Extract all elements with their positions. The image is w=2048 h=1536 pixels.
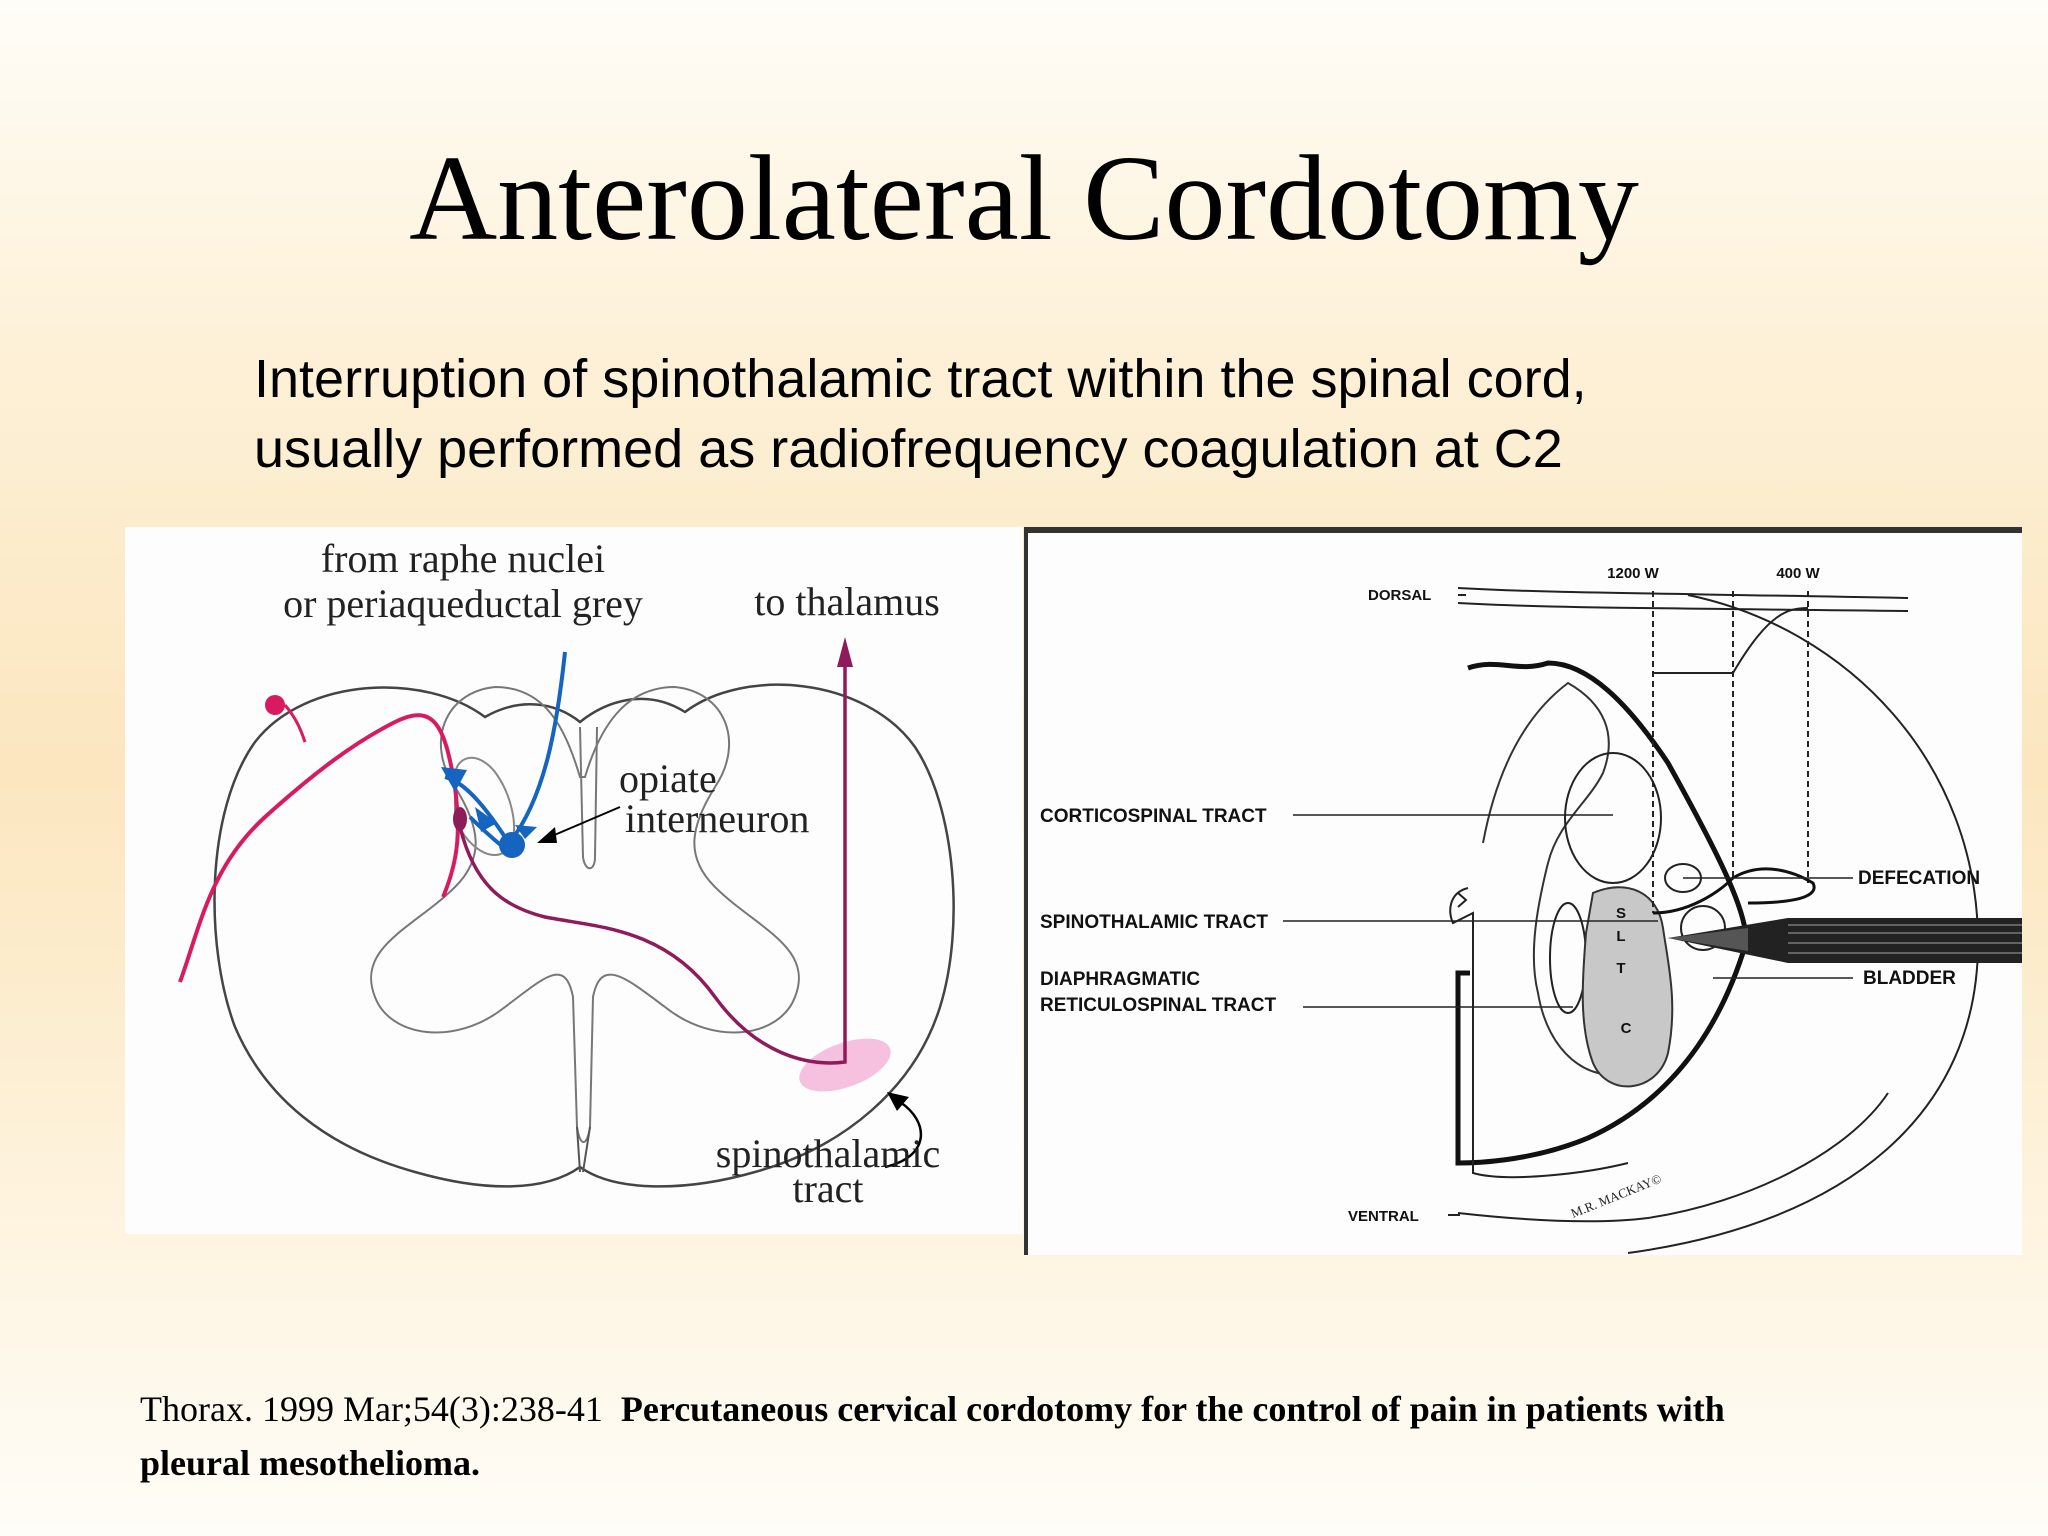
ascending-fiber <box>458 657 847 1065</box>
thalamus-arrowhead <box>837 637 853 667</box>
label-diaphragmatic: DIAPHRAGMATIC <box>1040 969 1200 990</box>
central-fissure <box>576 1126 591 1173</box>
electrode-hatching <box>1788 924 2022 954</box>
label-defecation: DEFECATION <box>1858 868 1980 889</box>
citation-line-1: Thorax. 1999 Mar;54(3):238-41 Percutaneo… <box>140 1382 1940 1436</box>
opiate-pointer-head <box>537 827 557 843</box>
grey-matter-outline <box>370 685 800 1143</box>
afferent-fiber <box>178 713 460 983</box>
subtitle-line-2: usually performed as radiofrequency coag… <box>254 419 1563 479</box>
region-letter-s: S <box>1616 905 1626 922</box>
dorsal-septum <box>579 726 598 870</box>
label-ventral: VENTRAL <box>1348 1208 1419 1225</box>
slide-title: Anterolateral Cordotomy <box>409 131 1639 266</box>
cord-boundary <box>1455 660 1749 1166</box>
spinal-cord-pathway-diagram: from raphe nuclei or periaqueductal grey… <box>125 527 1023 1234</box>
opiate-interneuron-body <box>499 832 525 858</box>
corticospinal-region <box>1564 752 1662 884</box>
guide-curve <box>1732 607 1809 674</box>
bladder-bundle <box>1680 905 1726 951</box>
citation: Thorax. 1999 Mar;54(3):238-41 Percutaneo… <box>140 1382 1940 1490</box>
citation-article-title-2: pleural mesothelioma. <box>140 1443 480 1483</box>
cord-inner-line <box>1449 887 1629 1179</box>
region-letter-c: C <box>1621 1020 1632 1037</box>
reticulospinal-bundle <box>1549 902 1587 1014</box>
tract-pointer-arrow <box>884 1100 923 1169</box>
descending-terminal <box>515 825 537 839</box>
tract-pointer-head <box>887 1092 909 1111</box>
outer-arc-ventral <box>1457 1092 1889 1223</box>
label-bladder: BLADDER <box>1863 968 1956 989</box>
label-tract: tract <box>792 1166 863 1211</box>
label-reticulospinal-tract: RETICULOSPINAL TRACT <box>1040 995 1276 1016</box>
lesion-contour <box>1652 867 1816 915</box>
label-to-thalamus: to thalamus <box>754 579 940 624</box>
label-periaqueductal-grey: or periaqueductal grey <box>283 581 643 626</box>
label-opiate: opiate <box>619 756 717 801</box>
interneuron-terminal-lower <box>475 807 497 832</box>
outer-arc-dorsal <box>1457 587 1909 599</box>
opiate-pointer-arrow <box>544 806 621 840</box>
cordotomy-electrode-svg: S L T C 1200 W 400 W DORSAL CORTICOSPINA… <box>1040 565 2022 1254</box>
dorsal-root-ganglion <box>265 695 285 715</box>
label-spinothalamic: spinothalamic <box>716 1131 940 1176</box>
slide-subtitle: Interruption of spinothalamic tract with… <box>254 344 1854 484</box>
interneuron-terminal-upper <box>441 767 467 792</box>
label-dorsal: DORSAL <box>1368 587 1431 604</box>
label-spinothalamic-tract: SPINOTHALAMIC TRACT <box>1040 912 1268 933</box>
small-caret <box>1457 892 1468 908</box>
citation-reference: Thorax. 1999 Mar;54(3):238-41 <box>140 1389 603 1429</box>
label-400w: 400 W <box>1776 565 1820 582</box>
electrode-tip <box>1668 928 1748 951</box>
spinothalamic-region <box>1581 886 1674 1088</box>
label-raphe-nuclei: from raphe nuclei <box>321 536 605 581</box>
label-1200w: 1200 W <box>1607 565 1660 582</box>
subtitle-line-1: Interruption of spinothalamic tract with… <box>254 349 1587 409</box>
descending-fiber <box>508 651 567 844</box>
region-letter-t: T <box>1616 960 1625 977</box>
citation-article-title-1: Percutaneous cervical cordotomy for the … <box>620 1389 1725 1429</box>
spinothalamic-tract-region <box>799 1038 891 1092</box>
label-corticospinal-tract: CORTICOSPINAL TRACT <box>1040 806 1267 827</box>
region-letter-l: L <box>1616 928 1625 945</box>
cord-outline <box>213 683 955 1188</box>
dorsal-horn-inner <box>453 756 516 857</box>
dorsal-horn-neuron <box>453 807 467 831</box>
ganglion-stem <box>283 704 307 743</box>
label-interneuron: interneuron <box>625 796 809 841</box>
illustrator-signature: M.R. MACKAY© <box>1569 1171 1664 1221</box>
spinal-cord-pathway-svg: from raphe nuclei or periaqueductal grey… <box>178 536 955 1211</box>
outer-arc-dorsal-2 <box>1457 602 1909 612</box>
cordotomy-electrode-diagram: S L T C 1200 W 400 W DORSAL CORTICOSPINA… <box>1024 527 2022 1255</box>
electrode-needle <box>1668 918 2022 963</box>
